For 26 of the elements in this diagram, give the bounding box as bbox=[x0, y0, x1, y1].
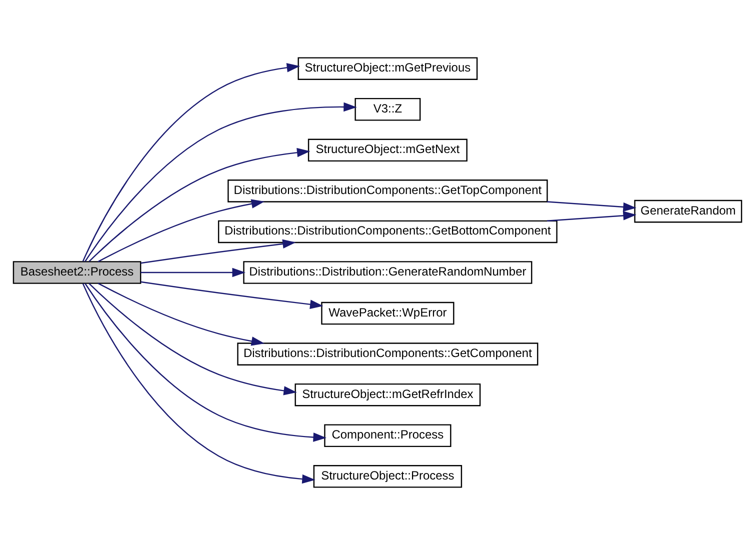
node-box: V3::Z bbox=[354, 97, 421, 120]
arrow bbox=[547, 200, 636, 212]
node-box: GenerateRandom bbox=[634, 199, 742, 222]
node-box: Basesheet2::Process bbox=[12, 260, 142, 284]
arrow bbox=[84, 282, 326, 442]
arrow bbox=[140, 267, 246, 277]
arrow bbox=[98, 282, 265, 346]
node-box: Component::Process bbox=[324, 424, 452, 447]
arrow bbox=[547, 210, 636, 221]
node-box: Distributions::DistributionComponents::GetTopComponent bbox=[228, 179, 548, 202]
arrow bbox=[84, 102, 357, 262]
arrow bbox=[140, 238, 296, 264]
node-box: WavePacket::WpError bbox=[321, 301, 454, 324]
arrow bbox=[140, 280, 324, 308]
node-box: StructureObject::mGetNext bbox=[308, 138, 468, 162]
arrow bbox=[82, 282, 316, 484]
node-box: StructureObject::mGetPrevious bbox=[298, 56, 478, 80]
arrow bbox=[98, 198, 265, 262]
arrow bbox=[88, 147, 310, 262]
arrow bbox=[82, 62, 300, 262]
node-box: StructureObject::Process bbox=[313, 464, 462, 488]
node-box: Distributions::DistributionComponents::GetComponent bbox=[237, 342, 538, 365]
node-box: StructureObject::mGetRefrIndex bbox=[294, 382, 481, 406]
node-box: Distributions::DistributionComponents::GetBottomComponent bbox=[218, 220, 558, 243]
arrow bbox=[88, 282, 297, 395]
node-box: Distributions::Distribution::GenerateRandomNumber bbox=[243, 260, 532, 284]
